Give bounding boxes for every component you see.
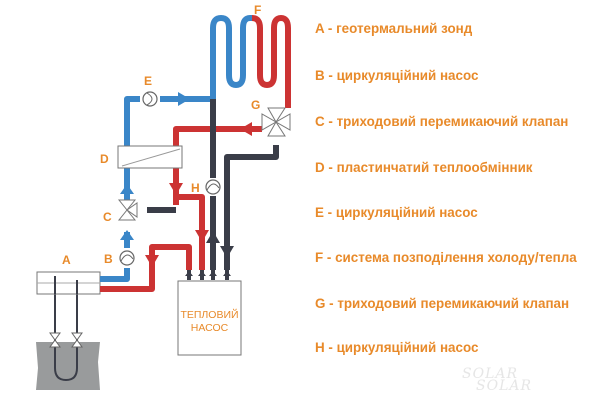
- arrow-red-down-3: [195, 230, 209, 242]
- pump-B: [119, 250, 135, 266]
- pump-E: [142, 91, 158, 107]
- legend-item-F: F - система позподілення холоду/тепла: [315, 250, 577, 265]
- probe-valve-left: [49, 332, 61, 348]
- label-F: F: [254, 3, 261, 17]
- label-B: B: [104, 252, 113, 266]
- arrow-red-left: [240, 122, 252, 136]
- heat-exchanger-D: [117, 145, 183, 169]
- legend-item-H: H - циркуляційний насос: [315, 340, 479, 355]
- legend-item-G: G - триходовий перемикаючий клапан: [315, 296, 570, 311]
- heat-pump-connectors: [185, 270, 231, 280]
- three-way-valve-G: [261, 107, 291, 137]
- ground-block: [36, 342, 100, 390]
- flow-arrows: [120, 92, 252, 267]
- label-D: D: [100, 152, 109, 166]
- arrow-blue-up-1: [120, 230, 134, 240]
- arrow-red-down-1: [169, 183, 183, 195]
- probe-valve-right: [71, 332, 83, 348]
- label-E: E: [144, 74, 152, 88]
- legend-item-D: D - пластинчатий теплообмінник: [315, 160, 533, 175]
- arrow-dark-down: [220, 246, 234, 258]
- label-H: H: [191, 181, 200, 195]
- watermark-logo: SOLAR SOLAR: [462, 366, 533, 394]
- arrow-red-down-2: [145, 255, 159, 267]
- heat-pump-label-line2: НАСОС: [191, 322, 229, 334]
- arrow-blue-up-2: [120, 184, 134, 194]
- label-C: C: [103, 210, 112, 224]
- probe-manifold-A: [36, 271, 101, 295]
- legend-item-E: E - циркуляційний насос: [315, 205, 478, 220]
- label-A: A: [62, 253, 71, 267]
- heat-pump-label-line1: ТЕПЛОВИЙ: [180, 308, 238, 321]
- legend-item-B: B - циркуляційний насос: [315, 68, 479, 83]
- legend-item-A: A - геотермальний зонд: [315, 21, 473, 36]
- arrow-blue-right: [178, 92, 190, 106]
- arrow-dark-up: [206, 231, 220, 243]
- watermark-line2: SOLAR: [476, 378, 533, 394]
- heat-pump-box: [177, 280, 242, 356]
- label-G: G: [251, 98, 260, 112]
- legend-item-C: C - триходовий перемикаючий клапан: [315, 114, 569, 129]
- pump-H: [205, 179, 221, 195]
- geothermal-probe: [54, 282, 78, 382]
- watermark-line1: SOLAR: [462, 366, 519, 382]
- three-way-valve-C: [117, 199, 138, 221]
